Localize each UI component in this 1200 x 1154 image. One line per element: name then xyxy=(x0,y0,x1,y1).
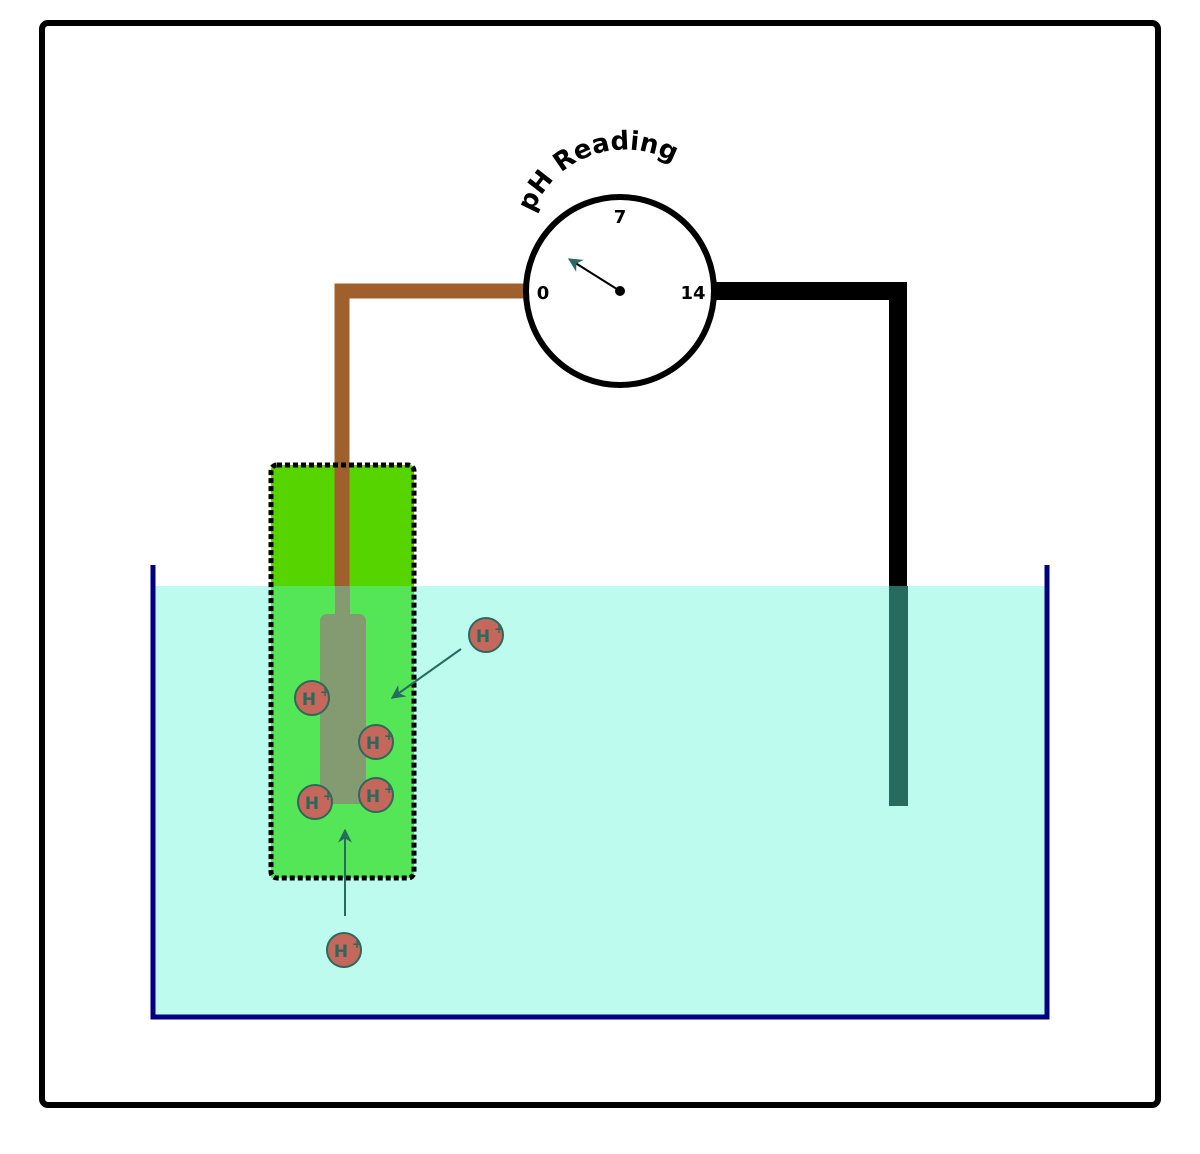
ion-diffusion-arrow xyxy=(390,648,462,699)
electrode-neck xyxy=(335,586,350,616)
ph-meter: pH Reading 7 0 14 xyxy=(512,126,717,388)
ion-circle xyxy=(297,784,333,820)
ion-circle xyxy=(468,617,504,653)
ion-charge: + xyxy=(323,789,333,803)
ion-charge: + xyxy=(494,622,504,636)
ion-label: H xyxy=(366,787,380,807)
ion-label: H xyxy=(476,627,490,647)
ion-label: H xyxy=(366,734,380,754)
ion-charge: + xyxy=(384,729,394,743)
membrane-boundary xyxy=(268,462,417,881)
scale-mark-14: 14 xyxy=(680,283,705,304)
needle-pivot xyxy=(615,286,625,296)
hydrogen-ion: H+ xyxy=(294,680,330,716)
ion-circle xyxy=(294,680,330,716)
hydrogen-ion: H+ xyxy=(326,932,362,968)
reference-electrode-wire xyxy=(712,282,907,590)
ion-circle xyxy=(358,777,394,813)
ion-charge: + xyxy=(320,685,330,699)
scale-mark-0: 0 xyxy=(537,283,550,304)
reference-electrode-submerged xyxy=(889,586,908,806)
ion-circle xyxy=(326,932,362,968)
hydrogen-ion: H+ xyxy=(468,617,504,653)
ion-circle xyxy=(358,724,394,760)
meter-needle xyxy=(568,258,621,292)
electrode-core xyxy=(320,614,366,804)
scale-mark-7: 7 xyxy=(614,207,627,228)
ion-charge: + xyxy=(352,937,362,951)
hydrogen-ion: H+ xyxy=(358,724,394,760)
ion-label: H xyxy=(302,690,316,710)
ion-label: H xyxy=(305,794,319,814)
beaker xyxy=(150,565,1050,1020)
diagram-frame xyxy=(39,20,1161,1108)
hydrogen-ions: H+H+H+H+H+H+ xyxy=(294,617,504,968)
hydrogen-ion: H+ xyxy=(358,777,394,813)
ion-label: H xyxy=(334,942,348,962)
ion-charge: + xyxy=(384,782,394,796)
probe-electrode-wire xyxy=(334,283,530,620)
hydrogen-ion: H+ xyxy=(297,784,333,820)
